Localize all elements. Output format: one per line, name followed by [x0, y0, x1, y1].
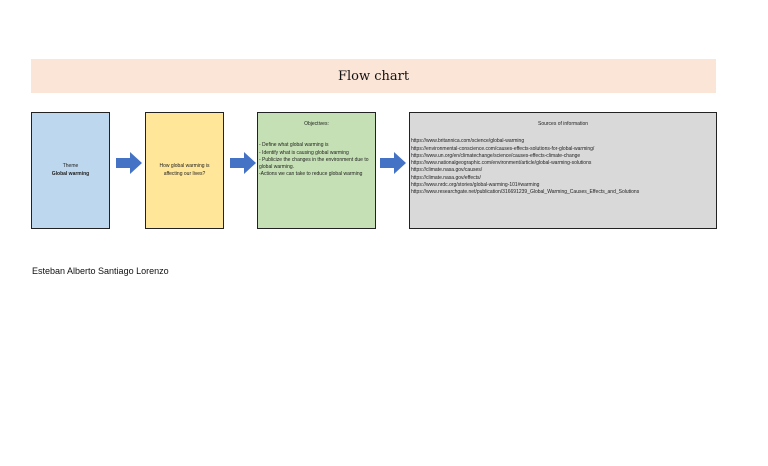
source-link[interactable]: https://www.researchgate.net/publication… [411, 189, 640, 195]
theme-box: Theme Global warming [31, 112, 110, 229]
source-link[interactable]: https://climate.nasa.gov/causes/ [411, 167, 483, 174]
right-arrow-icon [230, 152, 256, 174]
source-link[interactable]: https://www.britannica.com/science/globa… [411, 138, 525, 145]
question-text: How global warming is affecting our live… [159, 163, 210, 177]
title-band: Flow chart [31, 59, 716, 93]
objective-item: - Define what global warming is [259, 142, 329, 149]
objective-item: -Actions we can take to reduce global wa… [259, 171, 363, 178]
source-link[interactable]: https://www.nationalgeographic.com/envir… [411, 160, 592, 166]
author-name: Esteban Alberto Santiago Lorenzo [32, 266, 169, 276]
source-link[interactable]: https://climate.nasa.gov/effects/ [411, 174, 481, 181]
page-title: Flow chart [337, 68, 410, 84]
objective-item: - Identify what is causing global warmin… [259, 149, 349, 156]
theme-value: Global warming [51, 170, 90, 177]
theme-label: Theme [62, 163, 79, 170]
question-box: How global warming is affecting our live… [145, 112, 224, 229]
right-arrow-icon [380, 152, 406, 174]
source-link[interactable]: https://www.un.org/en/climatechange/scie… [411, 152, 581, 159]
right-arrow-icon [116, 152, 142, 174]
objective-item: - Publicize the changes in the environme… [259, 156, 369, 170]
source-link[interactable]: https://environmental-conscience.com/cau… [411, 145, 595, 152]
sources-box: Sources of information https://www.brita… [409, 112, 717, 229]
source-link[interactable]: https://www.nrdc.org/stories/global-warm… [411, 181, 540, 188]
objectives-box: Objectives: - Define what global warming… [257, 112, 376, 229]
objectives-heading: Objectives: [304, 121, 329, 127]
sources-heading: Sources of information [537, 121, 589, 127]
